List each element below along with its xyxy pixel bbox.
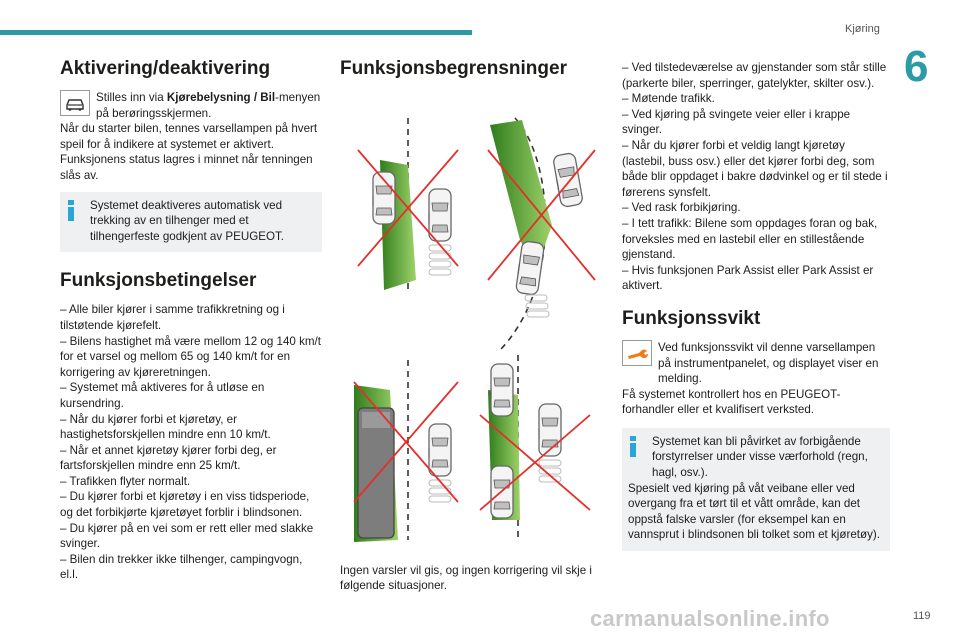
- fault-text-2: Få systemet kontrollert hos en PEUGEOT-f…: [622, 387, 841, 417]
- column-right: – Ved tilstedeværelse av gjenstander som…: [622, 60, 890, 559]
- chapter-number: 6: [904, 42, 929, 91]
- diagram-overtaking-parallel: [357, 118, 459, 290]
- list-item: – Bilen din trekker ikke tilhenger, camp…: [60, 552, 303, 582]
- watermark: carmanualsonline.info: [590, 606, 830, 631]
- conditions-list: – Alle biler kjører i samme trafikkretni…: [60, 302, 322, 583]
- limitations-list: – Ved tilstedeværelse av gjenstander som…: [622, 60, 890, 294]
- heading-fault: Funksjonssvikt: [622, 307, 761, 329]
- para-activation: Når du starter bilen, tennes varsellampe…: [60, 122, 318, 151]
- heading-activation: Aktivering/deaktivering: [60, 58, 271, 79]
- list-item: – Når du kjører forbi et kjøretøy, er ha…: [60, 412, 271, 442]
- list-item: – Trafikken flyter normalt.: [60, 474, 191, 488]
- top-accent-bar: [0, 30, 472, 35]
- heading-limitations: Funksjonsbegrensninger: [340, 58, 567, 79]
- list-item: – Hvis funksjonen Park Assist eller Park…: [622, 263, 874, 293]
- list-item: – I tett trafikk: Bilene som oppdages fo…: [622, 216, 878, 262]
- fault-text: Ved funksjonssvikt vil denne varsellampe…: [658, 340, 879, 386]
- menu-instruction: Stilles inn via Kjørebelysning / Bil-men…: [60, 90, 322, 121]
- column-middle: Funksjonsbegrensninger: [340, 58, 608, 594]
- note-trailer-text: Systemet deaktiveres automatisk ved trek…: [90, 198, 284, 243]
- list-item: – Systemet må aktiveres for å utløse en …: [60, 381, 265, 410]
- list-item: – Du kjører forbi et kjøretøy i en viss …: [60, 490, 310, 520]
- list-item: – Ved rask forbikjøring.: [622, 201, 741, 215]
- list-item: – Når et annet kjøretøy kjører forbi deg…: [60, 443, 277, 473]
- column-left: Aktivering/deaktivering Stilles inn via …: [60, 58, 322, 583]
- para-memory: Funksjonens status lagres i minnet når t…: [60, 153, 313, 182]
- info-note-trailer: Systemet deaktiveres automatisk ved trek…: [60, 191, 322, 253]
- heading-conditions: Funksjonsbetingelser: [60, 270, 257, 292]
- list-item: – Alle biler kjører i samme trafikkretni…: [60, 303, 285, 332]
- note-weather-text-2: Spesielt ved kjøring på våt veibane elle…: [628, 481, 880, 542]
- list-item: – Møtende trafikk.: [622, 92, 715, 106]
- page-number: 119: [913, 610, 931, 622]
- info-note-weather: Systemet kan bli påvirket av forbigående…: [622, 427, 890, 552]
- wrench-warning-icon: [622, 339, 652, 366]
- diagram-dense-traffic: [479, 355, 591, 540]
- note-weather-text: Systemet kan bli påvirket av forbigående…: [652, 434, 868, 480]
- limitation-illustrations: [353, 117, 596, 542]
- info-icon: [68, 199, 74, 222]
- list-item: – Når du kjører forbi et veldig langt kj…: [622, 138, 888, 199]
- diagram-curve: [487, 117, 596, 351]
- fault-warning: Ved funksjonssvikt vil denne varsellampe…: [622, 339, 890, 387]
- list-item: – Ved kjøring på svingete veier eller i …: [622, 107, 851, 137]
- car-icon: [60, 90, 90, 116]
- list-item: – Du kjører på en vei som er rett eller …: [60, 521, 314, 551]
- list-item: – Bilens hastighet må være mellom 12 og …: [60, 334, 321, 379]
- diagram-long-vehicle: [353, 360, 459, 542]
- info-icon: [630, 435, 636, 458]
- list-item: – Ved tilstedeværelse av gjenstander som…: [622, 61, 887, 90]
- diagram-caption: Ingen varsler vil gis, og ingen korriger…: [340, 563, 592, 593]
- menu-instruction-text: Stilles inn via Kjørebelysning / Bil-men…: [96, 91, 321, 120]
- section-header: Kjøring: [845, 23, 880, 35]
